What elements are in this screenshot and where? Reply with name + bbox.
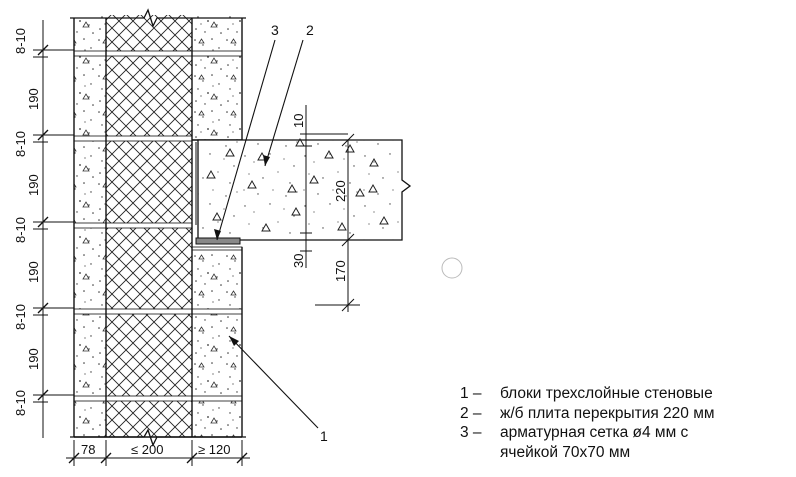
legend-item-3: 3 – арматурная сетка ø4 мм с — [460, 423, 715, 443]
legend: 1 – блоки трехслойные стеновые 2 – ж/б п… — [460, 384, 715, 462]
callout-1: 1 — [320, 428, 328, 444]
legend-item-3-continuation: ячейкой 70х70 мм — [460, 443, 715, 463]
legend-text: арматурная сетка ø4 мм с — [500, 424, 689, 441]
vdim-label-7: 8-10 — [13, 304, 28, 330]
legend-item-1: 1 – блоки трехслойные стеновые — [460, 384, 715, 404]
vdim-label-4: 190 — [26, 174, 41, 196]
legend-text: блоки трехслойные стеновые — [500, 385, 713, 402]
vdim-label-3: 8-10 — [13, 131, 28, 157]
slab-dim-bearing-joint: 30 — [291, 254, 306, 268]
callout-3: 3 — [271, 22, 279, 38]
hdim-insulation: ≤ 200 — [131, 442, 163, 457]
callout-leaders — [216, 39, 319, 429]
vdim-label-5: 8-10 — [13, 217, 28, 243]
hdim-outer-layer: 78 — [81, 442, 95, 457]
slab-dimensions — [270, 105, 360, 312]
vdim-label-9: 8-10 — [13, 390, 28, 416]
callout-2: 2 — [306, 22, 314, 38]
legend-item-2: 2 – ж/б плита перекрытия 220 мм — [460, 404, 715, 424]
vdim-label-1: 8-10 — [13, 28, 28, 54]
legend-number: 3 – — [460, 424, 482, 441]
slab-dim-offset: 170 — [333, 260, 348, 282]
legend-text: ж/б плита перекрытия 220 мм — [500, 404, 715, 422]
legend-number: 2 – — [460, 404, 482, 422]
hdim-inner-layer: ≥ 120 — [198, 442, 230, 457]
floor-slab — [195, 137, 412, 245]
bottom-break-line — [70, 428, 246, 447]
top-break-line — [70, 8, 246, 28]
marker-circle — [441, 257, 463, 279]
horizontal-dimension-chain — [66, 440, 250, 466]
vdim-label-6: 190 — [26, 261, 41, 283]
vertical-dimension-chain — [33, 20, 74, 438]
legend-text: ячейкой 70х70 мм — [500, 443, 631, 461]
slab-dim-top-gap: 10 — [291, 114, 306, 128]
reinforcing-mesh — [195, 237, 241, 245]
callout-arrowheads — [214, 155, 270, 346]
slab-dim-thickness: 220 — [333, 180, 348, 202]
vdim-label-2: 190 — [26, 88, 41, 110]
vdim-label-8: 190 — [26, 348, 41, 370]
legend-number: 1 – — [460, 385, 482, 402]
